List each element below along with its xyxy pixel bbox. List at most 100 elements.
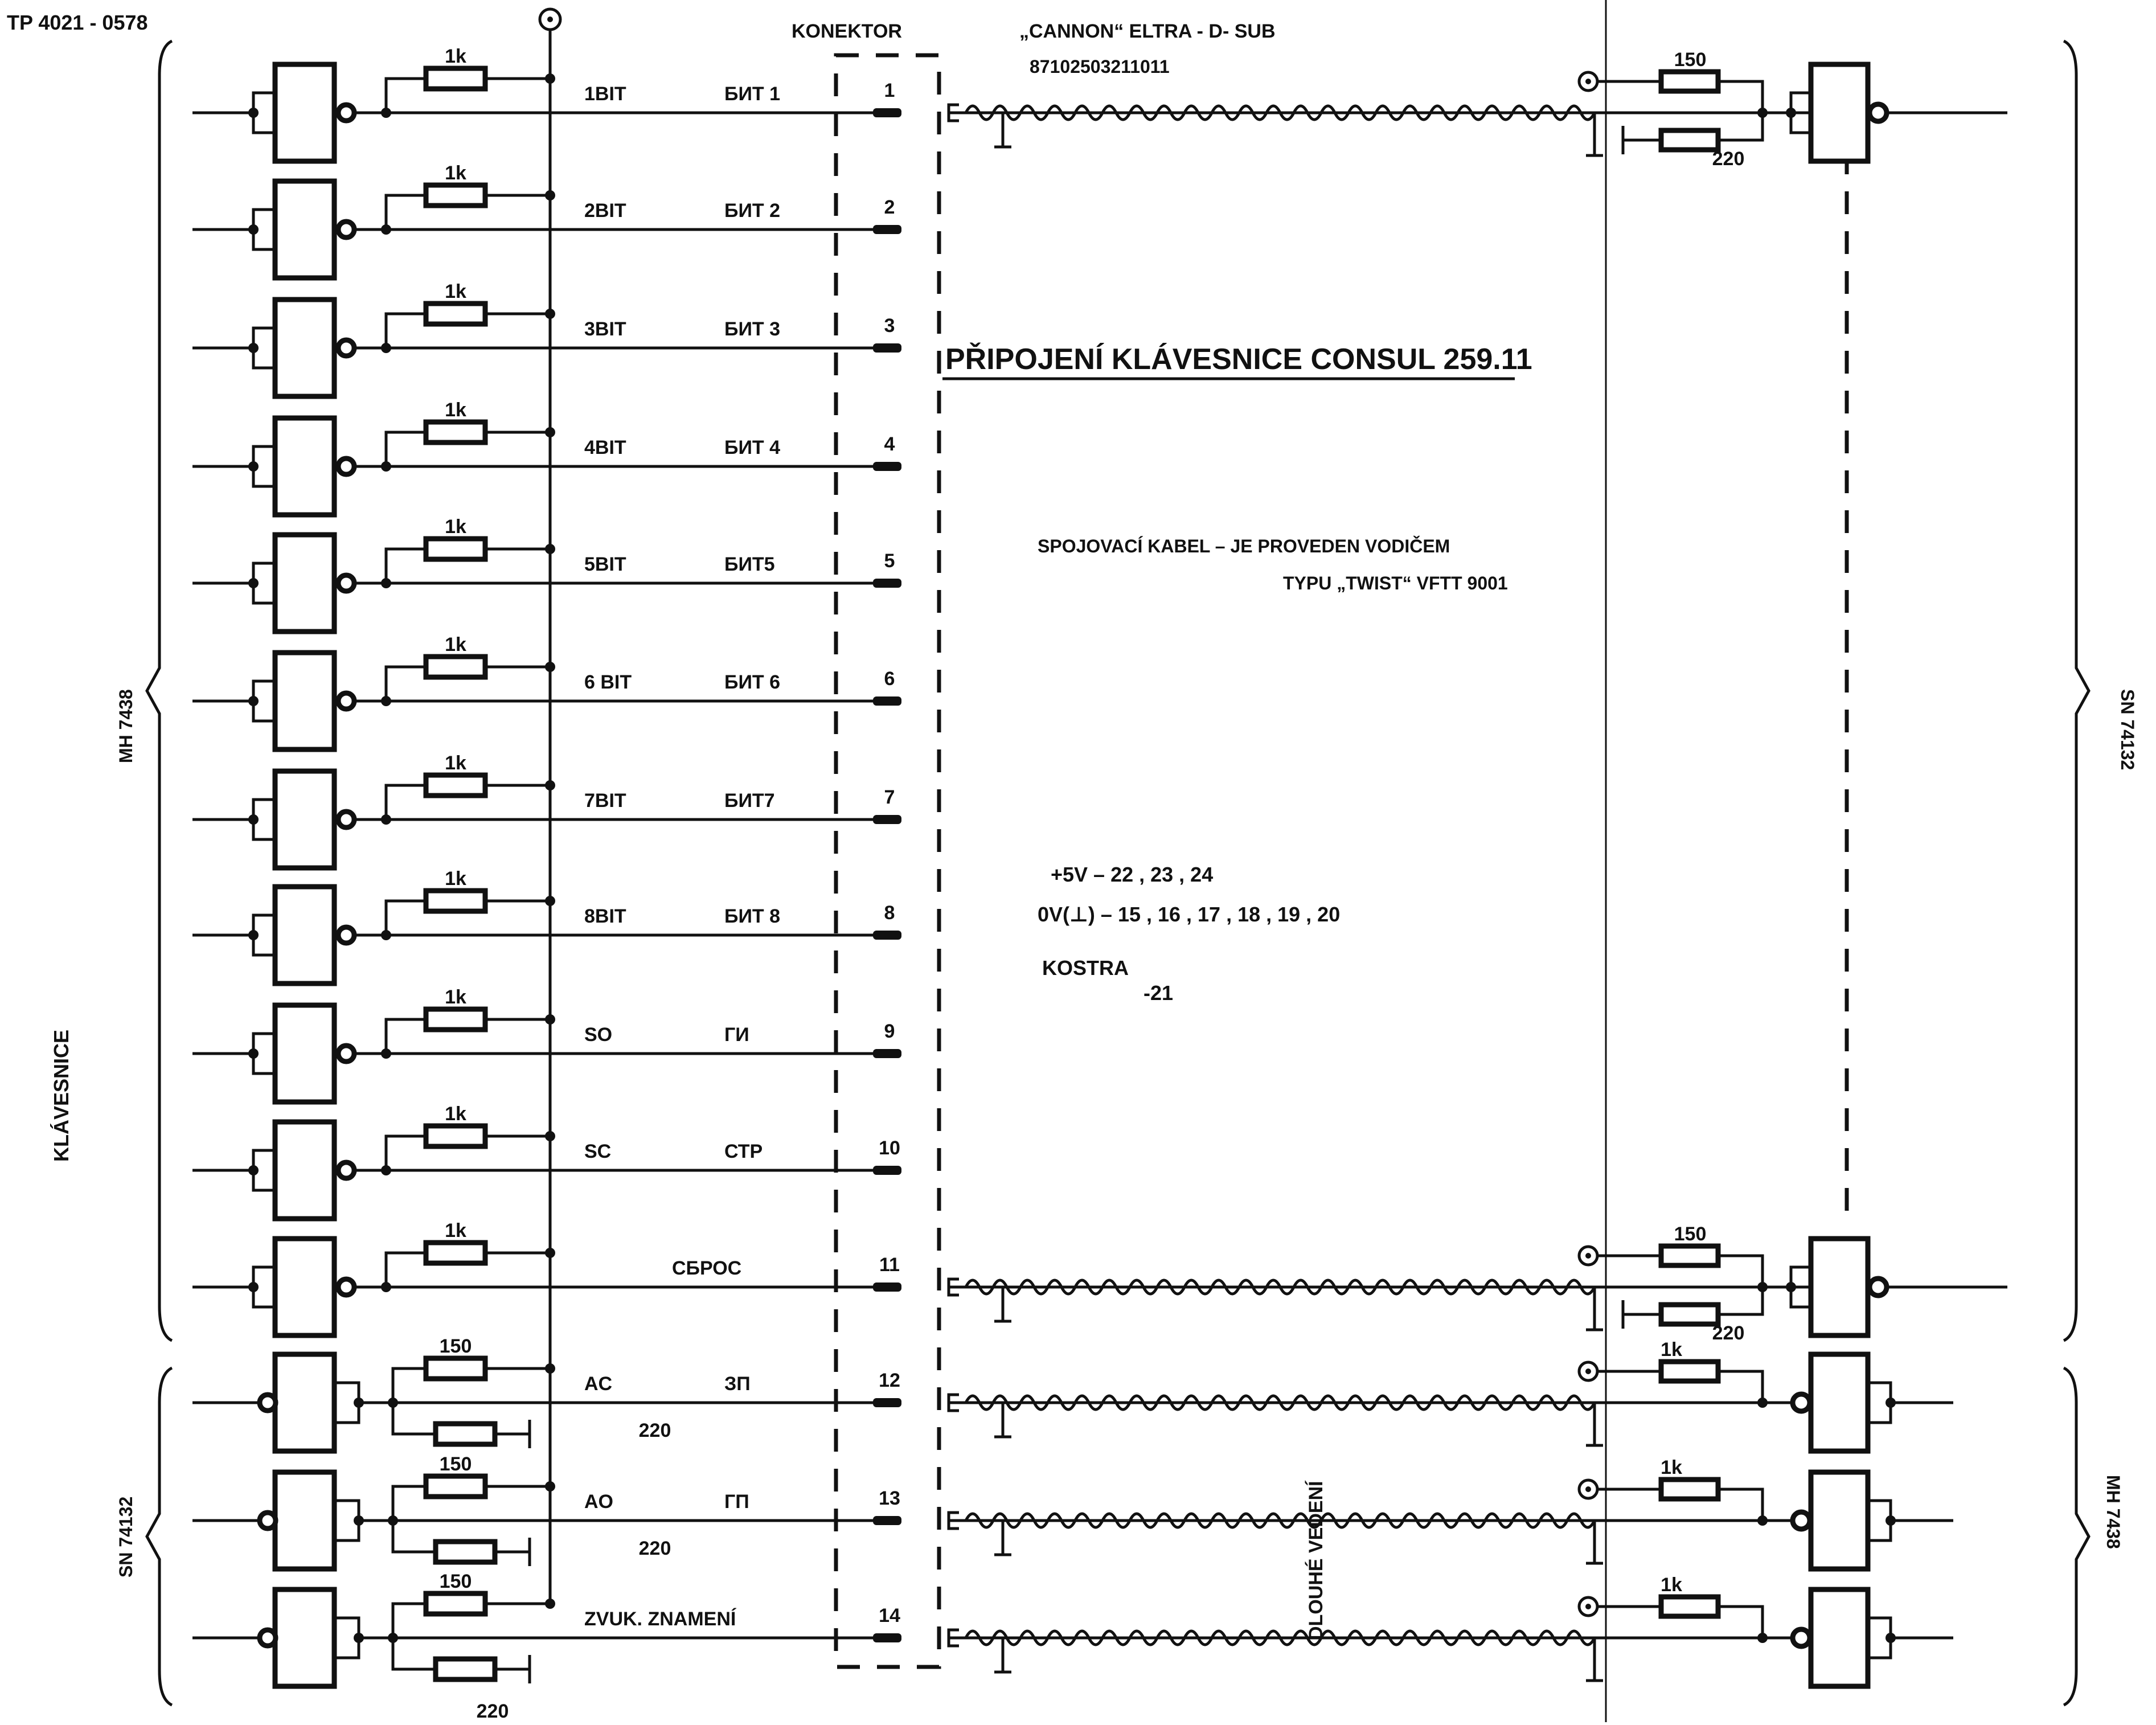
inverter-bubble-icon xyxy=(1867,1276,1889,1298)
nand-gate xyxy=(272,1119,337,1222)
inverter-bubble-icon xyxy=(1790,1626,1813,1649)
resistor-150 xyxy=(423,1591,488,1617)
resistor-220 xyxy=(1658,128,1721,153)
inverter-bubble-icon xyxy=(1790,1391,1813,1414)
resistor-1k xyxy=(423,182,488,208)
junction-dot xyxy=(248,696,259,706)
receiver-gate xyxy=(1808,1351,1871,1454)
pin-number: 14 xyxy=(879,1605,900,1626)
junction-dot xyxy=(545,1481,555,1492)
pullup-wire xyxy=(384,312,426,348)
junction-dot xyxy=(248,224,259,235)
connector-pin xyxy=(873,815,901,824)
receiver-row-13: 1k xyxy=(947,1457,1953,1572)
inverter-bubble-icon xyxy=(257,1627,278,1649)
junction-dot xyxy=(545,190,555,200)
plus-terminal-dot xyxy=(1585,1368,1591,1374)
left-brace-mh7438 xyxy=(145,39,173,1342)
inverter-bubble-icon xyxy=(335,924,357,946)
cable-plug-icon xyxy=(947,1511,959,1530)
inverter-bubble-icon xyxy=(335,1159,357,1181)
resistor-value: 1k xyxy=(445,399,466,421)
junction-dot xyxy=(545,896,555,906)
resistor-1k xyxy=(423,536,488,562)
pullup-wire xyxy=(384,1134,426,1170)
pulldown-wire xyxy=(391,1638,436,1671)
resistor-value: 150 xyxy=(1674,1223,1707,1245)
junction-dot xyxy=(1786,1282,1796,1292)
junction-dot xyxy=(1786,108,1796,118)
signal-label-cyrillic: ГП xyxy=(724,1491,749,1513)
signal-label-cyrillic: БИТ 6 xyxy=(724,671,780,693)
inverter-bubble-icon xyxy=(1867,101,1889,124)
junction-dot xyxy=(248,1048,259,1059)
pin-number: 13 xyxy=(879,1488,900,1509)
receiver-gate xyxy=(1808,1236,1871,1338)
pin-number: 2 xyxy=(884,196,895,218)
power-terminal-dot xyxy=(547,17,553,22)
junction-dot xyxy=(545,780,555,790)
inverter-bubble-icon xyxy=(257,1392,278,1413)
signal-label-cyrillic: БИТ 1 xyxy=(724,83,780,105)
junction-dot xyxy=(248,578,259,588)
signal-label: 3BIT xyxy=(584,318,626,340)
pullup-wire xyxy=(384,1018,426,1054)
resistor-1k xyxy=(423,654,488,680)
signal-label-cyrillic: ЗП xyxy=(724,1373,751,1395)
junction-dot xyxy=(545,1363,555,1374)
signal-label-cyrillic: БИТ 8 xyxy=(724,905,780,927)
pulldown-wire xyxy=(391,1403,436,1436)
connector-pin xyxy=(873,579,901,588)
pullup-wire xyxy=(1718,1488,1764,1521)
signal-label: 6 BIT xyxy=(584,671,632,693)
power-pins-note: +5V – 22 , 23 , 24 xyxy=(1051,863,1213,886)
right-brace-mh7438 xyxy=(2063,1366,2091,1707)
nand-gate xyxy=(272,768,337,871)
resistor-value: 1k xyxy=(445,162,466,184)
twisted-pair-wire xyxy=(964,1394,1596,1411)
connector-pin xyxy=(873,696,901,706)
nand-gate xyxy=(272,884,337,986)
pullup-wire xyxy=(384,665,426,701)
signal-label-cyrillic: СБРОС xyxy=(672,1257,741,1279)
plus-terminal-dot xyxy=(1585,1604,1591,1609)
right-brace-sn74132 xyxy=(2063,39,2091,1342)
right-ic-group2-label: MH 7438 xyxy=(2103,1475,2124,1549)
resistor-1k xyxy=(1658,1359,1721,1384)
resistor-value: 1k xyxy=(445,1103,466,1125)
pin-number: 10 xyxy=(879,1137,900,1159)
receiver-row-14: 1k xyxy=(947,1574,1953,1689)
pulldown-wire xyxy=(391,1521,436,1554)
connector-pin xyxy=(873,462,901,471)
resistor-value: 1k xyxy=(445,868,466,890)
junction-dot xyxy=(1757,1515,1768,1526)
signal-label-cyrillic: ГИ xyxy=(724,1024,749,1046)
plus-terminal-dot xyxy=(1585,1253,1591,1259)
receiver-row-12: 1k xyxy=(947,1339,1953,1454)
pin-number: 3 xyxy=(884,315,895,337)
pin-number: 9 xyxy=(884,1021,895,1042)
resistor-1k xyxy=(423,1006,488,1032)
cable-plug-icon xyxy=(947,103,959,122)
inverter-bubble-icon xyxy=(1790,1509,1813,1532)
connector-label: KONEKTOR xyxy=(792,21,902,42)
signal-label: 2BIT xyxy=(584,200,626,222)
inverter-bubble-icon xyxy=(335,690,357,712)
pin-number: 8 xyxy=(884,902,895,924)
inverter-bubble-icon xyxy=(335,1276,357,1298)
connector-part-number: 87102503211011 xyxy=(1030,56,1170,77)
signal-label-cyrillic: СТР xyxy=(724,1141,763,1162)
inverter-bubble-icon xyxy=(335,219,357,240)
signal-label: ZVUK. ZNAMENÍ xyxy=(584,1608,737,1630)
resistor-220 xyxy=(433,1421,498,1447)
junction-dot xyxy=(545,1599,555,1609)
resistor-value: 1k xyxy=(445,752,466,774)
